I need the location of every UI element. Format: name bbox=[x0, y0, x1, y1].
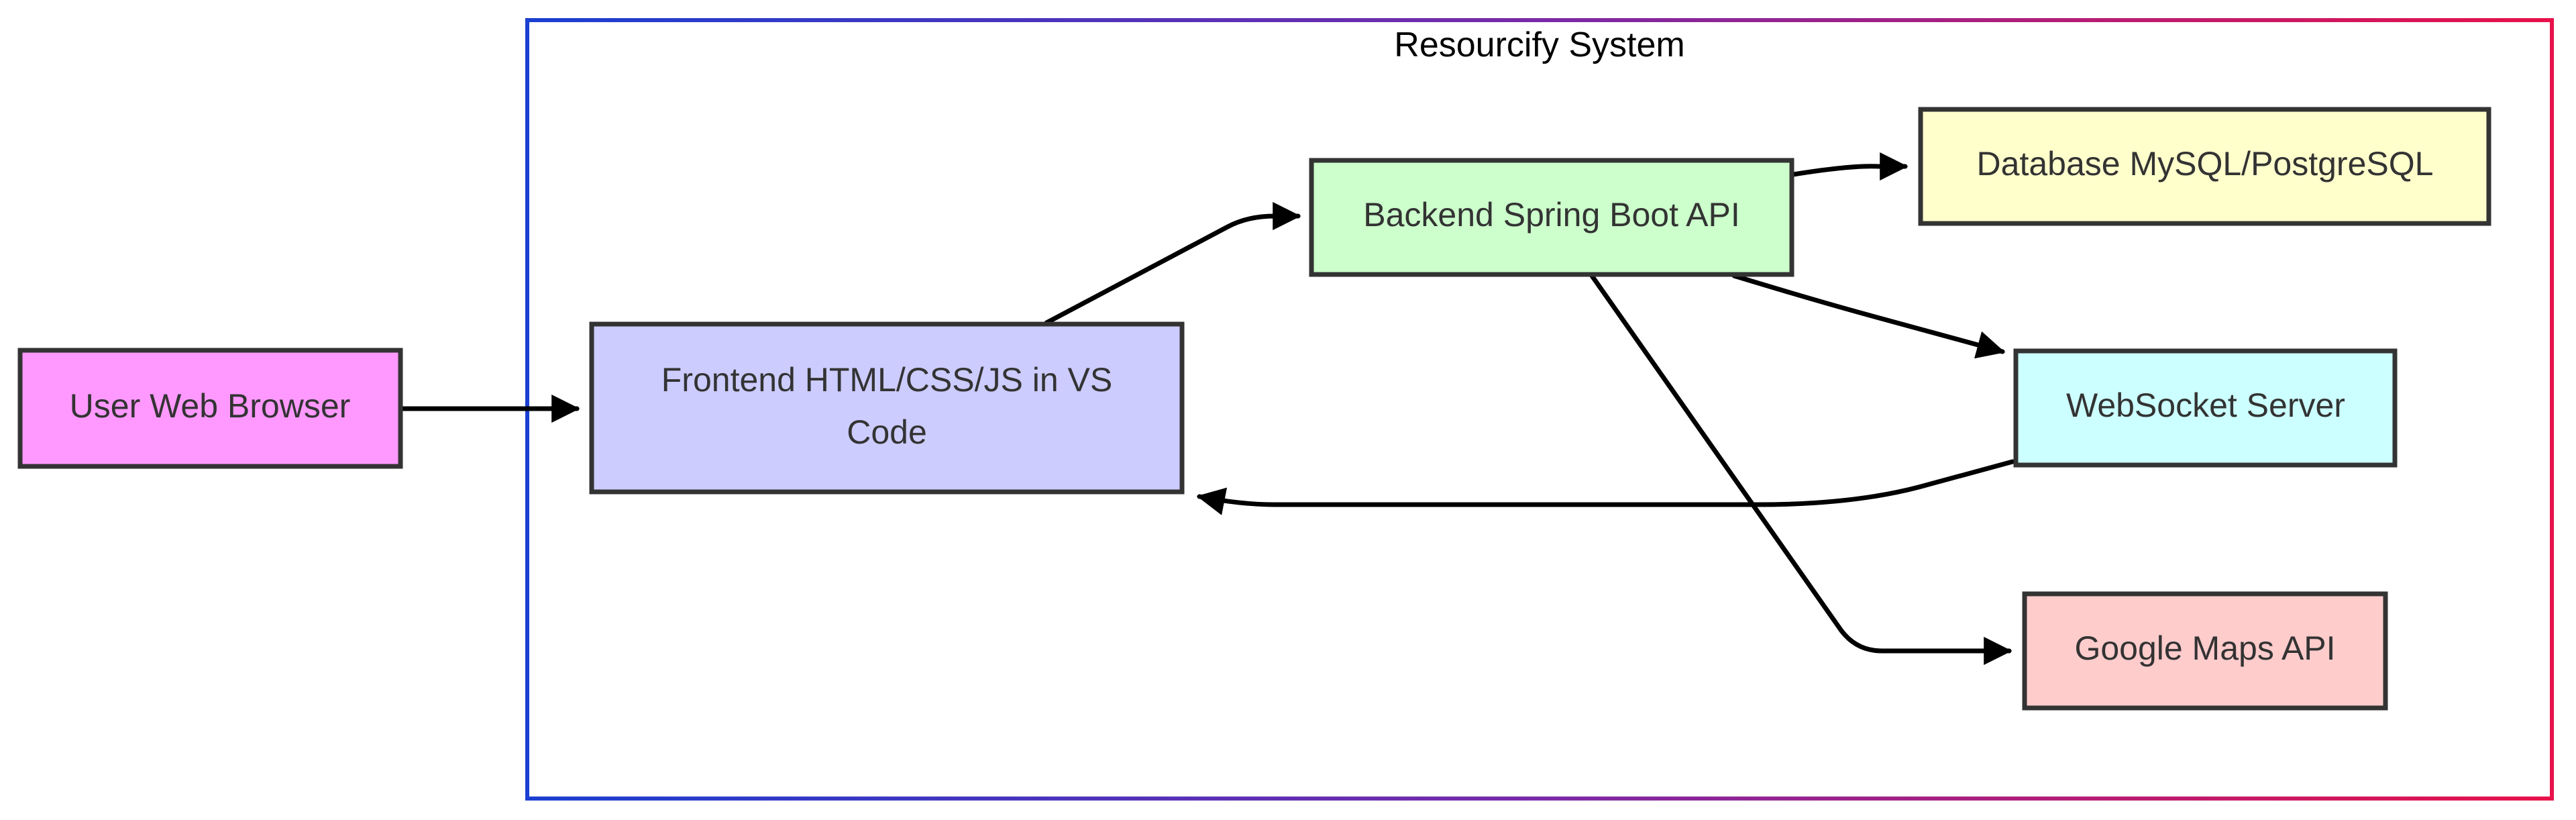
node-frontend: Frontend HTML/CSS/JS in VS Code bbox=[589, 321, 1185, 495]
edges bbox=[398, 152, 2015, 665]
node-backend: Backend Spring Boot API bbox=[1309, 158, 1794, 277]
node-label-backend: Backend Spring Boot API bbox=[1363, 196, 1739, 234]
group-title: Resourcify System bbox=[1394, 25, 1684, 64]
edge-backend-to-websocket bbox=[1731, 273, 2006, 359]
node-database: Database MySQL/PostgreSQL bbox=[1918, 107, 2491, 226]
node-label-frontend-line2: Code bbox=[847, 413, 927, 451]
node-label-user-web-browser: User Web Browser bbox=[70, 387, 351, 425]
node-label-frontend-line1: Frontend HTML/CSS/JS in VS bbox=[661, 361, 1112, 399]
edge-websocket-to-frontend bbox=[1196, 459, 2015, 515]
edge-backend-to-database bbox=[1790, 152, 1909, 181]
edge-frontend-to-backend bbox=[1044, 202, 1301, 325]
node-label-websocket: WebSocket Server bbox=[2066, 387, 2345, 424]
edge-backend-to-maps bbox=[1589, 273, 2012, 665]
node-websocket: WebSocket Server bbox=[2013, 348, 2398, 468]
node-label-google-maps: Google Maps API bbox=[2074, 629, 2335, 667]
node-label-database: Database MySQL/PostgreSQL bbox=[1977, 145, 2434, 183]
node-google-maps: Google Maps API bbox=[2022, 591, 2388, 711]
node-user-web-browser: User Web Browser bbox=[17, 348, 403, 469]
